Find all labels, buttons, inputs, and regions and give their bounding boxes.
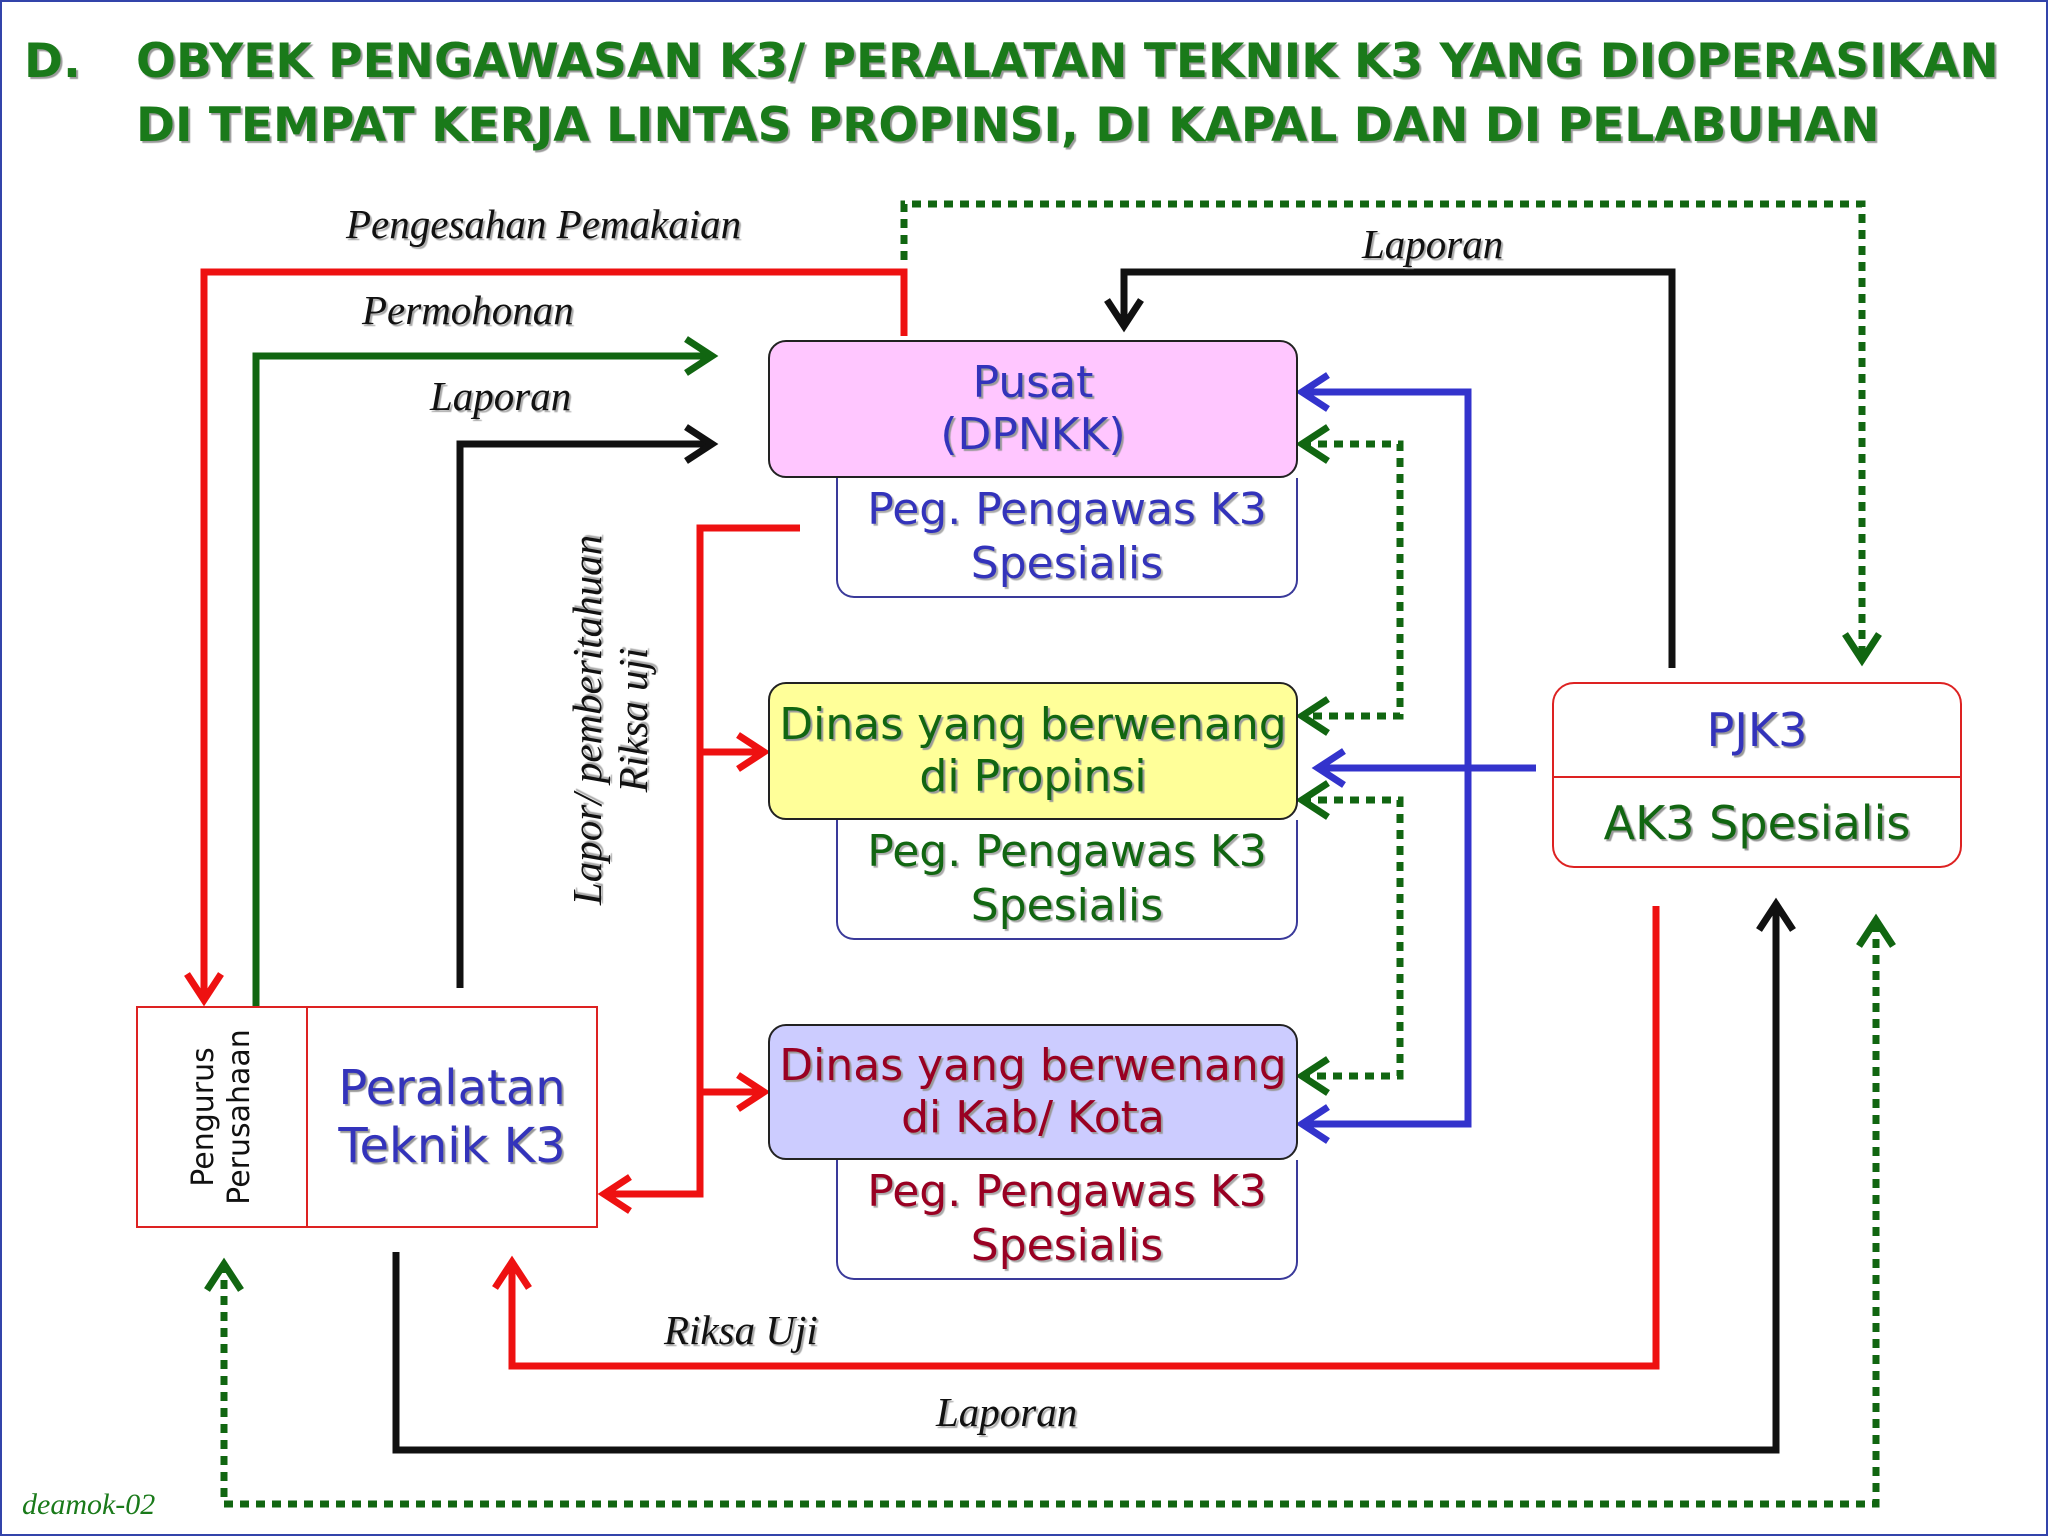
label-pengesahan: Pengesahan Pemakaian bbox=[346, 201, 742, 247]
pusat-subbox: Peg. Pengawas K3 Spesialis bbox=[836, 478, 1298, 598]
pengesahan-arrowhead bbox=[184, 972, 224, 1007]
pjk3-line-1: PJK3 bbox=[1554, 684, 1960, 778]
propinsi-subbox: Peg. Pengawas K3 Spesialis bbox=[836, 820, 1298, 940]
blue-pusat-kabkota bbox=[1302, 388, 1472, 1128]
dotted-pusat-arrowhead bbox=[1295, 424, 1330, 464]
lapor-branch-propinsi-arrowhead bbox=[736, 732, 771, 772]
permohonan-arrowhead bbox=[684, 336, 719, 376]
permohonan-line bbox=[252, 352, 712, 1008]
label-laporan-top: Laporan bbox=[1362, 221, 1504, 267]
laporan-top-arrowhead bbox=[1104, 298, 1144, 333]
kabkota-line-2: di Kab/ Kota bbox=[901, 1092, 1165, 1143]
laporan-bottom-arrowhead bbox=[1756, 897, 1796, 932]
label-lapor-line-2: Riksa uji bbox=[610, 647, 656, 793]
riksa-uji-line bbox=[508, 906, 1660, 1370]
pusat-sub-line-1: Peg. Pengawas K3 bbox=[867, 484, 1267, 535]
dotted-bottom-arrowhead-left bbox=[204, 1257, 244, 1292]
pengurus-side-panel: Pengurus Perusahaan bbox=[138, 1008, 308, 1226]
propinsi-sub-line-2: Spesialis bbox=[970, 880, 1164, 931]
dotted-bottom-loop bbox=[220, 920, 1880, 1508]
node-pusat: Pusat (DPNKK) bbox=[768, 340, 1298, 478]
dotted-kabkota-arrowhead bbox=[1295, 1056, 1330, 1096]
kabkota-sub-line-2: Spesialis bbox=[970, 1220, 1164, 1271]
title-number: D. bbox=[24, 34, 81, 89]
laporan-top-line bbox=[1120, 268, 1676, 668]
pengesahan-line bbox=[200, 268, 908, 1000]
pusat-pjk3-dotted bbox=[900, 200, 1866, 658]
pusat-line-1: Pusat bbox=[972, 357, 1094, 408]
blue-kabkota-arrowhead bbox=[1295, 1104, 1330, 1144]
dotted-propinsi-kabkota bbox=[1302, 796, 1404, 1080]
propinsi-sub-line-1: Peg. Pengawas K3 bbox=[867, 826, 1267, 877]
node-peralatan: Pengurus Perusahaan Peralatan Teknik K3 bbox=[136, 1006, 598, 1228]
label-permohonan: Permohonan bbox=[362, 287, 574, 333]
pusat-sub-line-2: Spesialis bbox=[970, 538, 1164, 589]
lapor-bracket-line bbox=[604, 524, 800, 1198]
kabkota-sub-line-1: Peg. Pengawas K3 bbox=[867, 1166, 1267, 1217]
label-laporan-bottom: Laporan bbox=[936, 1389, 1078, 1435]
title-line-1: OBYEK PENGAWASAN K3/ PERALATAN TEKNIK K3… bbox=[136, 34, 1999, 89]
laporan-left-line bbox=[456, 440, 712, 988]
label-riksa-uji: Riksa Uji bbox=[664, 1307, 818, 1353]
dotted-bottom-arrowhead-right bbox=[1856, 913, 1896, 948]
kabkota-line-1: Dinas yang berwenang bbox=[779, 1040, 1287, 1091]
slide-title: D. OBYEK PENGAWASAN K3/ PERALATAN TEKNIK … bbox=[24, 30, 1999, 158]
pengurus-label: Pengurus bbox=[186, 1047, 221, 1187]
blue-propinsi-arrowhead bbox=[1311, 748, 1346, 788]
perusahaan-label: Perusahaan bbox=[222, 1029, 257, 1205]
node-kabkota: Dinas yang berwenang di Kab/ Kota bbox=[768, 1024, 1298, 1160]
pjk3-line-2: AK3 Spesialis bbox=[1603, 796, 1911, 850]
footer-credit: deamok-02 bbox=[22, 1488, 156, 1521]
laporan-left-arrowhead bbox=[684, 424, 719, 464]
dotted-propinsi2-arrowhead bbox=[1295, 780, 1330, 820]
laporan-bottom-line bbox=[392, 904, 1780, 1454]
title-line-2: DI TEMPAT KERJA LINTAS PROPINSI, DI KAPA… bbox=[136, 98, 1880, 153]
peralatan-line-1: Peralatan bbox=[338, 1060, 566, 1116]
peralatan-main-panel: Peralatan Teknik K3 bbox=[308, 1008, 596, 1226]
blue-pusat-arrowhead bbox=[1295, 372, 1330, 412]
lapor-bracket-arrow-peralatan bbox=[597, 1174, 632, 1214]
propinsi-line-1: Dinas yang berwenang bbox=[779, 699, 1287, 750]
label-lapor-pemberitahuan: Lapor/ pemberitahuan Riksa uji bbox=[564, 480, 656, 960]
dotted-propinsi-arrowhead bbox=[1295, 696, 1330, 736]
kabkota-subbox: Peg. Pengawas K3 Spesialis bbox=[836, 1160, 1298, 1280]
pusat-line-2: (DPNKK) bbox=[940, 409, 1126, 460]
dotted-pusat-propinsi bbox=[1302, 440, 1404, 720]
propinsi-line-2: di Propinsi bbox=[919, 751, 1147, 802]
node-propinsi: Dinas yang berwenang di Propinsi bbox=[768, 682, 1298, 820]
pusat-pjk3-dotted-arrowhead bbox=[1842, 632, 1882, 667]
peralatan-line-2: Teknik K3 bbox=[338, 1118, 566, 1174]
lapor-branch-kabkota-arrowhead bbox=[736, 1072, 771, 1112]
node-pjk3: PJK3 AK3 Spesialis bbox=[1552, 682, 1962, 868]
label-laporan-left: Laporan bbox=[430, 373, 572, 419]
riksa-uji-arrowhead bbox=[492, 1255, 532, 1290]
label-lapor-line-1: Lapor/ pemberitahuan bbox=[564, 534, 610, 906]
